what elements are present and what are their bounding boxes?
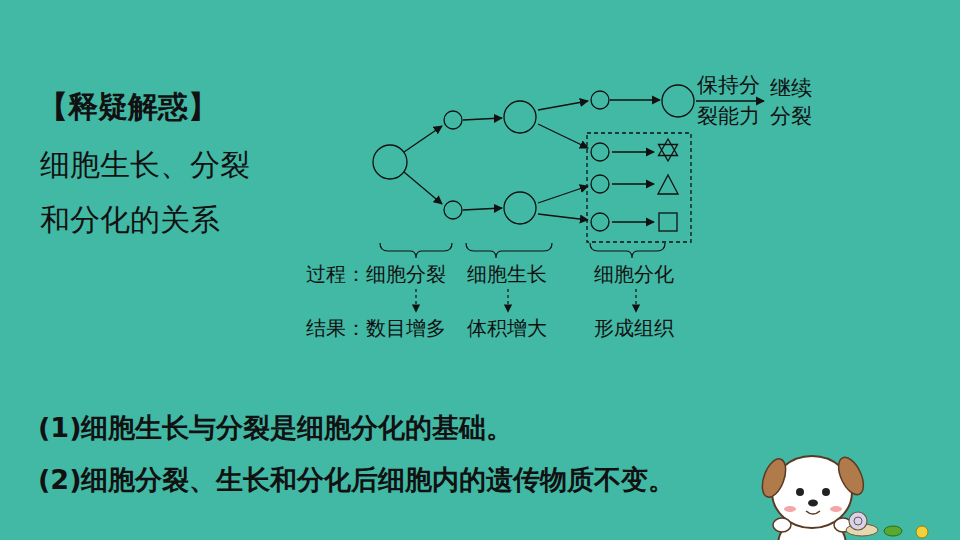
section-tag: 【释疑解惑】 <box>38 89 218 125</box>
arrow <box>463 208 502 210</box>
dashed-arrow <box>507 289 508 312</box>
arrow <box>404 172 442 204</box>
dog-ear <box>758 456 790 500</box>
dog-ear <box>833 454 868 499</box>
arrow <box>612 151 654 152</box>
arrow-note: 继续 分裂 <box>770 74 818 130</box>
arrow <box>538 214 588 220</box>
note: (1)细胞生长与分裂是细胞分化的基础。 <box>38 411 513 445</box>
heading: 细胞生长、分裂 和分化的关系 <box>40 137 259 247</box>
arrow <box>538 186 588 203</box>
brace <box>590 243 665 258</box>
result-label: 体积增大 <box>467 316 547 340</box>
daughter-cell <box>591 175 609 193</box>
dog-nose <box>808 500 818 507</box>
square-cell <box>659 213 677 231</box>
grown-cell <box>504 101 536 133</box>
note: (2)细胞分裂、生长和分化后细胞内的遗传物质不变。 <box>38 463 675 497</box>
dog-cheek <box>784 506 796 512</box>
daughter-cell <box>444 111 462 129</box>
arrow <box>612 183 654 184</box>
braces <box>380 243 665 258</box>
cartoon-dog <box>758 454 869 540</box>
arrow <box>538 101 588 110</box>
arrow <box>612 221 654 222</box>
decorations <box>846 512 928 538</box>
star-cell <box>659 139 678 161</box>
flower <box>916 526 928 538</box>
daughter-cell <box>591 143 609 161</box>
cells <box>373 85 694 242</box>
result-label: 结果：数目增多 <box>306 316 446 340</box>
snail-shell <box>849 512 867 530</box>
triangle-cell <box>658 175 678 194</box>
process-label: 细胞分化 <box>594 262 674 286</box>
arrow <box>696 100 764 101</box>
grown-cell <box>504 192 536 224</box>
dog-cheek <box>830 506 842 512</box>
dashed-arrow <box>635 289 636 312</box>
process-label: 细胞生长 <box>467 262 547 286</box>
daughter-cell <box>591 91 609 109</box>
arrow <box>610 99 660 100</box>
dog-eye <box>822 488 830 496</box>
differentiation-frame <box>587 133 691 242</box>
result-label: 形成组织 <box>594 316 674 340</box>
snail-spiral <box>854 517 862 525</box>
leaf <box>884 526 902 536</box>
process-label: 过程：细胞分裂 <box>306 262 446 286</box>
arrow <box>538 124 588 148</box>
arrow <box>463 118 502 120</box>
arrow <box>404 126 442 152</box>
dog-mouth <box>806 511 820 514</box>
brace <box>380 243 452 258</box>
dog-paw <box>773 518 791 532</box>
daughter-cell <box>591 213 609 231</box>
daughter-cell <box>444 201 462 219</box>
dashed-arrows <box>416 289 636 312</box>
arrow-note: 保持分 裂能力 <box>697 70 766 132</box>
brace <box>466 243 552 258</box>
dashed-arrow <box>415 289 416 312</box>
grown-cell <box>662 85 694 117</box>
dog-eye <box>796 488 804 496</box>
mother-cell <box>373 145 407 179</box>
